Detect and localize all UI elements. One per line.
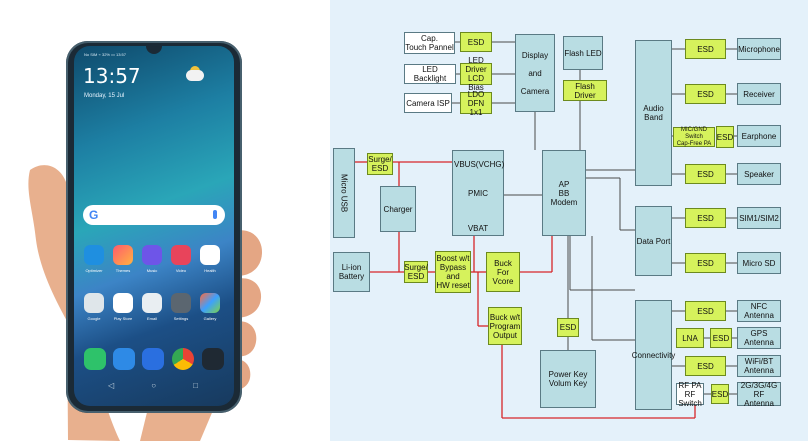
app-label: Google [87, 316, 101, 321]
optimizer-app-icon[interactable] [84, 245, 104, 265]
surge-esd-battery-block: Surge/ ESD [404, 261, 428, 283]
data-port-block: Data Port [635, 206, 672, 276]
back-icon[interactable]: ◁ [108, 381, 115, 390]
themes-app-icon[interactable] [113, 245, 133, 265]
pmic-block: PMIC [452, 150, 504, 236]
cap-touch-panel-block: Cap. Touch Pannel [404, 32, 455, 54]
buck-vcore-block: Buck For Vcore [486, 252, 520, 292]
health-app-icon[interactable] [200, 245, 220, 265]
power-volume-key-block: Power Key Volum Key [540, 350, 596, 408]
li-ion-battery-block: Li-ion Battery [333, 252, 370, 292]
app-label: Email [146, 316, 157, 321]
esd-sd-block: ESD [685, 253, 726, 273]
esd-gps-block: ESD [710, 328, 732, 348]
app-label: Music [146, 268, 158, 273]
charger-block: Charger [380, 186, 416, 232]
esd-microphone-block: ESD [685, 39, 726, 59]
microphone-block: Microphone [737, 38, 781, 60]
ap-bb-modem-block: AP BB Modem [542, 150, 586, 236]
google-search-bar[interactable]: G [83, 205, 225, 225]
esd-wifi-block: ESD [685, 356, 726, 376]
video-app-icon[interactable] [171, 245, 191, 265]
camera-isp-block: Camera ISP [404, 93, 452, 113]
earphone-block: Earphone [737, 125, 781, 147]
esd-earphone-block: ESD [716, 126, 734, 148]
surge-esd-usb-block: Surge/ ESD [367, 153, 393, 175]
connectivity-block: Connectivity [632, 300, 675, 410]
phone-photo: No SIM ⌁ 32% ▭ 13:57 13:57 Monday, 15 Ju… [0, 0, 330, 441]
sim-block: SIM1/SIM2 [737, 207, 781, 229]
app-label: Optimizer [85, 268, 103, 273]
esd-nfc-block: ESD [685, 301, 726, 321]
app-label: Play Store [113, 316, 133, 321]
buck-program-output-block: Buck w/t Program Output [488, 307, 522, 345]
esd-speaker-block: ESD [685, 164, 726, 184]
micro-sd-block: Micro SD [737, 252, 781, 274]
nfc-antenna-block: NFC Antenna [737, 300, 781, 322]
camera-notch [146, 46, 162, 54]
receiver-block: Receiver [737, 83, 781, 105]
gps-antenna-block: GPS Antenna [737, 327, 781, 349]
clock-time: 13:57 [83, 64, 141, 88]
contacts-icon[interactable] [113, 348, 135, 370]
status-bar: No SIM ⌁ 32% ▭ 13:57 [84, 52, 126, 57]
app-label: Settings [173, 316, 189, 321]
rf-antenna-block: 2G/3G/4G RF Antenna [737, 381, 781, 408]
phone-block-diagram: Cap. Touch Pannel ESD Display and Camera… [330, 0, 808, 441]
music-app-icon[interactable] [142, 245, 162, 265]
phone-screen [74, 46, 234, 406]
boost-block: Boost w/t Bypass and HW reset [435, 251, 471, 293]
esd-sim-block: ESD [685, 208, 726, 228]
speaker-block: Speaker [737, 163, 781, 185]
cloud-icon [186, 70, 204, 81]
phone-dialer-icon[interactable] [84, 348, 106, 370]
ldo-block: LDO DFN 1x1 [460, 90, 492, 117]
esd-power-key-block: ESD [557, 318, 579, 337]
app-label: Video [175, 268, 187, 273]
vbus-label: VBUS(VCHG) [454, 160, 505, 169]
led-driver-block: LED Driver LCD Bias [460, 56, 492, 92]
esd-receiver-block: ESD [685, 84, 726, 104]
camera-app-icon[interactable] [202, 348, 224, 370]
lna-block: LNA [676, 328, 704, 348]
rf-pa-switch-block: RF PA RF Switch [676, 381, 704, 408]
vbat-label: VBAT [467, 224, 489, 233]
display-camera-block: Display and Camera [515, 34, 555, 112]
connection-lines [355, 41, 737, 419]
home-icon[interactable]: ○ [151, 381, 157, 390]
chrome-browser-icon[interactable] [172, 348, 194, 370]
navigation-bar: ◁ ○ □ [108, 381, 198, 391]
app-label: Health [204, 268, 216, 273]
google-folder-icon[interactable] [84, 293, 104, 313]
microphone-icon[interactable] [213, 210, 217, 219]
micro-usb-block: Micro USB [333, 148, 355, 238]
app-label: Gallery [203, 316, 217, 321]
settings-gear-icon[interactable] [171, 293, 191, 313]
recents-icon[interactable]: □ [193, 381, 198, 390]
flash-driver-block: Flash Driver [563, 80, 607, 101]
audio-band-block: Audio Band [635, 40, 672, 186]
esd-touch-block: ESD [460, 32, 492, 52]
play-store-icon[interactable] [113, 293, 133, 313]
flash-led-block: Flash LED [563, 36, 603, 70]
messages-icon[interactable] [142, 348, 164, 370]
micro-usb-label: Micro USB [339, 173, 349, 213]
clock-date: Monday, 15 Jul [84, 93, 125, 99]
gallery-app-icon[interactable] [200, 293, 220, 313]
google-g-icon: G [89, 208, 99, 222]
app-label: Themes [115, 268, 131, 273]
wifi-bt-antenna-block: WiFi/BT Antenna [737, 355, 781, 377]
led-backlight-block: LED Backlight [404, 64, 456, 84]
mic-gnd-switch-block: MIC/GND Switch Cap-Free PA [673, 127, 715, 147]
email-app-icon[interactable] [142, 293, 162, 313]
esd-rf-block: ESD [711, 384, 729, 404]
